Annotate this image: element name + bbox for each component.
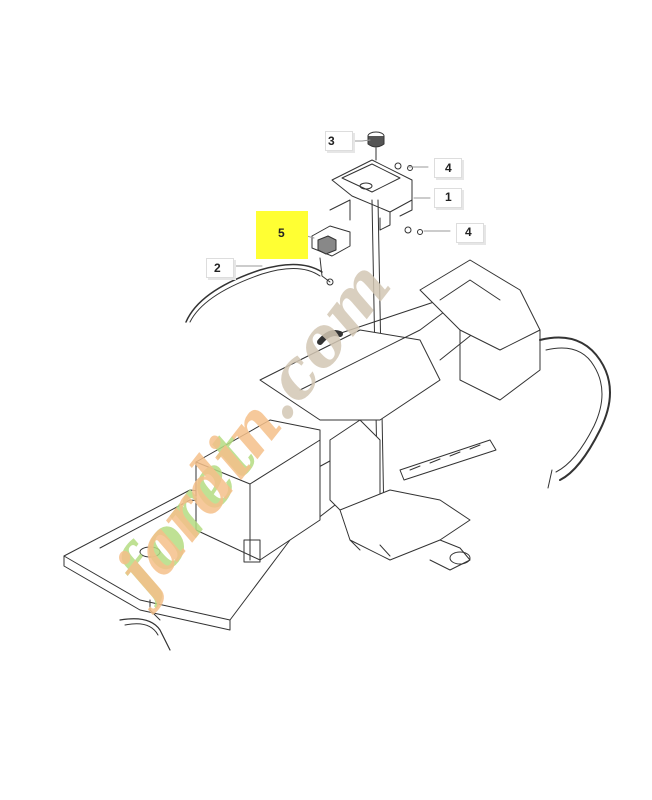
- callout-box-4a: [434, 158, 462, 178]
- callout-4-top: 4: [445, 161, 452, 175]
- callout-5-highlight: [256, 211, 308, 259]
- bolt-part: [404, 226, 412, 234]
- callout-3: 3: [328, 134, 335, 148]
- bumper-part: [539, 336, 611, 489]
- switch-bracket-part: [311, 199, 351, 286]
- knob-part: [367, 131, 385, 161]
- bolt-part: [394, 162, 402, 170]
- callout-box-4b: [456, 223, 484, 243]
- callout-5: 5: [278, 226, 285, 240]
- callout-box-3: [325, 131, 353, 151]
- callout-4-bottom: 4: [465, 225, 472, 239]
- bolt-part: [417, 229, 423, 235]
- bolt-part: [407, 165, 413, 171]
- callout-box-2: [206, 258, 234, 278]
- callout-box-1: [434, 188, 462, 208]
- callout-1: 1: [445, 190, 452, 204]
- cable-part: [185, 263, 323, 323]
- frame-part: [63, 259, 541, 651]
- control-plate-part: [331, 159, 413, 231]
- callout-2: 2: [214, 261, 221, 275]
